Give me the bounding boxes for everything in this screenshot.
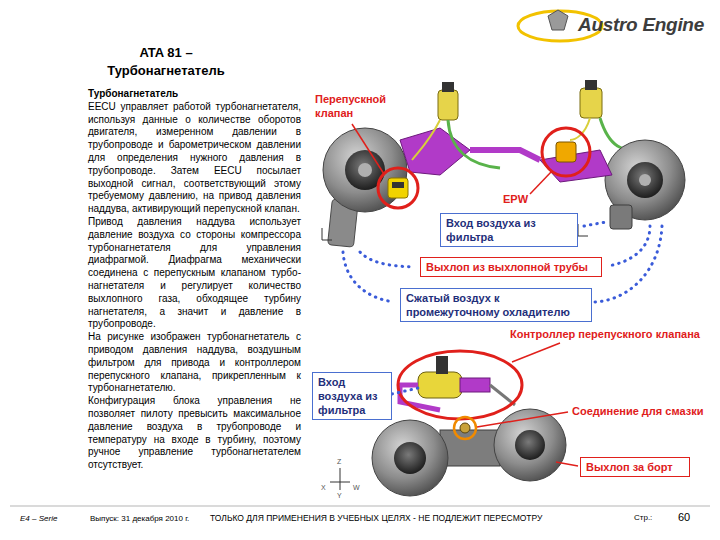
footer-notice: ТОЛЬКО ДЛЯ ПРИМЕНЕНИЯ В УЧЕБНЫХ ЦЕЛЯХ - … <box>210 513 542 523</box>
callout-label: Соединение для смазки <box>572 404 712 418</box>
airflow-dots <box>392 388 418 394</box>
label-holder: EPW <box>503 192 528 206</box>
label-holder: Выпуск: 31 декабря 2010 г. <box>90 514 189 524</box>
footer-page-label: Стр.: <box>634 513 652 523</box>
callout-label: Перепускной клапан <box>315 92 385 120</box>
air-callout-box: Вход воздуха из фильтра <box>312 372 392 420</box>
label-holder: Y <box>337 492 342 500</box>
label-holder: W <box>353 484 360 492</box>
exhaust-callout-box: Выхлоп из выхлопной трубы <box>420 257 602 277</box>
box-text: Выхлоп из выхлопной трубы <box>426 260 596 274</box>
body-paragraph: Привод давления наддува использует давле… <box>88 216 301 331</box>
leader-line <box>477 343 578 466</box>
leader-line <box>352 124 552 194</box>
body-paragraph: EECU управляет работой турбонагнетателя,… <box>88 101 301 216</box>
label-holder: Соединение для смазки <box>572 404 712 418</box>
air-callout-box: Сжатый воздух к промежуточному охладител… <box>400 288 592 322</box>
axis-label: Y <box>337 492 342 500</box>
label-holder: Перепускной клапан <box>315 92 385 120</box>
label-holder: X <box>321 484 326 492</box>
box-text: Выхлоп за борт <box>586 460 684 474</box>
callout-label: EPW <box>503 192 528 206</box>
box-text: Сжатый воздух к промежуточному охладител… <box>406 291 586 319</box>
page-number: 60 <box>678 511 690 523</box>
box-text: Вход воздуха из фильтра <box>318 375 386 417</box>
footer-rule <box>10 506 710 507</box>
body-paragraph: На рисунке изображен турбонагнетатель с … <box>88 331 301 395</box>
label-holder: ТОЛЬКО ДЛЯ ПРИМЕНЕНИЯ В УЧЕБНЫХ ЦЕЛЯХ - … <box>210 513 542 523</box>
axis-label: X <box>321 484 326 492</box>
highlight-circle <box>542 128 590 176</box>
section-heading: Турбонагнетатель <box>88 88 301 101</box>
box-text: Вход воздуха из фильтра <box>446 216 572 244</box>
label-holder: Z <box>337 458 341 466</box>
axis-label: W <box>353 484 360 492</box>
footer-date: Выпуск: 31 декабря 2010 г. <box>90 514 189 524</box>
logo-text: Austro Engine <box>578 14 704 36</box>
label-holder: Austro Engine <box>578 14 704 36</box>
exhaust-callout-box: Выхлоп за борт <box>580 457 690 477</box>
label-holder: Стр.: <box>634 513 652 523</box>
label-holder: Контроллер перепускного клапана <box>510 327 715 341</box>
text-column: ТурбонагнетательEECU управляет работой т… <box>88 88 301 472</box>
label-holder: E4 – Serie <box>20 514 57 524</box>
air-callout-box: Вход воздуха из фильтра <box>440 213 578 247</box>
callout-label: Контроллер перепускного клапана <box>510 327 715 341</box>
slide-title: ATA 81 – Турбонагнетатель <box>88 44 244 80</box>
logo-emblem <box>548 10 568 30</box>
body-paragraph: Конфигурация блока управления не позволя… <box>88 395 301 472</box>
highlight-ellipse <box>398 351 522 419</box>
label-holder: 60 <box>678 511 690 523</box>
axis-triad <box>330 468 350 490</box>
axis-label: Z <box>337 458 341 466</box>
highlight-circle <box>454 417 476 439</box>
footer-series: E4 – Serie <box>20 514 57 524</box>
